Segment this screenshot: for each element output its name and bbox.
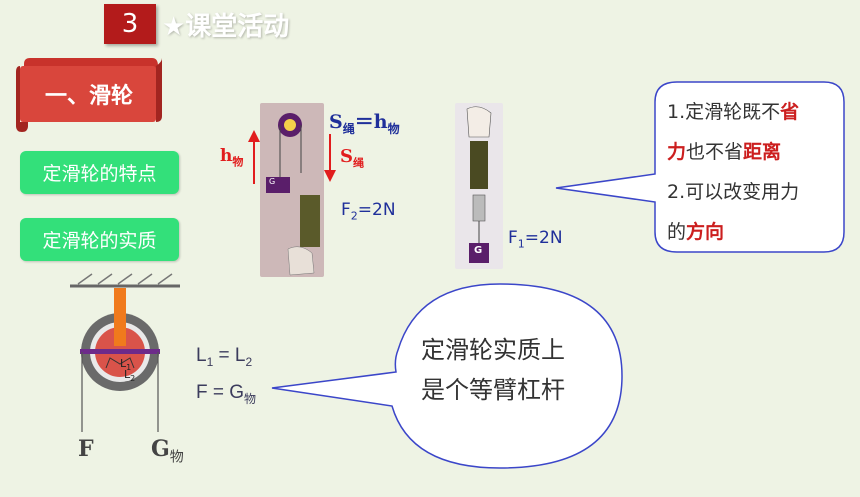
f1-sub: 1	[517, 237, 525, 251]
formula-g-sub: 物	[244, 391, 257, 406]
fixed-pulley-essence-button[interactable]: 定滑轮的实质	[20, 218, 179, 261]
s-sub: 绳	[353, 156, 364, 170]
feature-line-2b: 也不省	[686, 141, 744, 163]
force-f-label: F	[78, 436, 94, 462]
formula-l2-sub: 2	[245, 354, 253, 369]
feature-line-1: 1.定滑轮既不省	[667, 92, 837, 132]
formula-l1-sub: 1	[206, 354, 214, 369]
fixed-pulley-features-button[interactable]: 定滑轮的特点	[20, 151, 179, 194]
force-f1-label: F1=2N	[508, 228, 563, 250]
l2-mark-sub: 2	[130, 374, 136, 384]
pulley-essence-text: 定滑轮实质上 是个等臂杠杆	[421, 330, 621, 410]
feature-line-1b: 省	[780, 101, 800, 123]
eq-h: h	[373, 111, 388, 133]
l1-mark-letter: L	[120, 357, 127, 370]
l1-mark: L1	[120, 357, 131, 372]
f2-value: =2N	[357, 200, 396, 220]
feature-line-2c: 距离	[743, 141, 782, 163]
feature-line-1a: 1.定滑轮既不	[667, 101, 781, 123]
speech-bubble-top	[555, 81, 845, 253]
weight-mark-1: G	[269, 177, 276, 186]
ribbon-scroll	[16, 58, 162, 132]
feature-line-4a: 的	[667, 221, 687, 243]
f2-text: F	[341, 200, 351, 220]
equation-s-equals-h: S绳＝h物	[329, 107, 400, 137]
eq-h-sub: 物	[387, 121, 400, 136]
s-label: S	[340, 146, 353, 167]
pulley-features-text: 1.定滑轮既不省 力也不省距离 2.可以改变用力 的方向	[667, 92, 837, 252]
up-arrow-icon	[248, 130, 260, 184]
section-number-badge: 3	[104, 4, 156, 44]
weight-g-label: G物	[151, 436, 184, 466]
weight-mark-2: G	[474, 245, 483, 256]
formula-f-g: F = G物	[196, 382, 256, 407]
feature-line-4: 的方向	[667, 212, 837, 252]
f1-text: F	[508, 228, 518, 248]
formula-l1: L	[196, 345, 207, 366]
pulley-experiment-photo	[260, 103, 324, 277]
feature-line-4b: 方向	[686, 221, 725, 243]
h-label: h	[220, 146, 233, 166]
formula-l1-l2: L1 = L2	[196, 345, 252, 369]
formula-eq: = L	[213, 345, 246, 366]
essence-line-2: 是个等臂杠杆	[421, 376, 565, 404]
essence-line-1: 定滑轮实质上	[421, 336, 565, 364]
force-f2-label: F2=2N	[341, 200, 396, 222]
f1-value: =2N	[524, 228, 563, 248]
g-label: G	[151, 436, 170, 462]
eq-equals: ＝	[354, 111, 374, 133]
l2-mark-letter: L	[124, 368, 131, 381]
g-sub: 物	[169, 449, 184, 466]
f2-sub: 2	[350, 209, 358, 223]
h-object-label: h物	[220, 146, 243, 169]
section-title: ★课堂活动	[162, 12, 290, 42]
l2-mark: L2	[124, 368, 135, 383]
speech-bubble-bottom	[271, 283, 623, 469]
eq-s-sub: 绳	[342, 121, 355, 136]
spring-scale-photo	[455, 103, 503, 269]
feature-line-2a: 力	[667, 141, 687, 163]
pulley-lever-diagram	[70, 273, 180, 432]
formula-f-g-text: F = G	[196, 382, 245, 403]
eq-s: S	[329, 111, 343, 133]
ribbon-label: 一、滑轮	[44, 84, 133, 109]
s-rope-label: S绳	[340, 146, 364, 171]
feature-line-3: 2.可以改变用力	[667, 181, 800, 203]
feature-line-2: 力也不省距离	[667, 132, 837, 172]
l1-mark-sub: 1	[126, 363, 132, 373]
h-sub: 物	[232, 155, 244, 169]
down-arrow-icon	[324, 134, 336, 182]
